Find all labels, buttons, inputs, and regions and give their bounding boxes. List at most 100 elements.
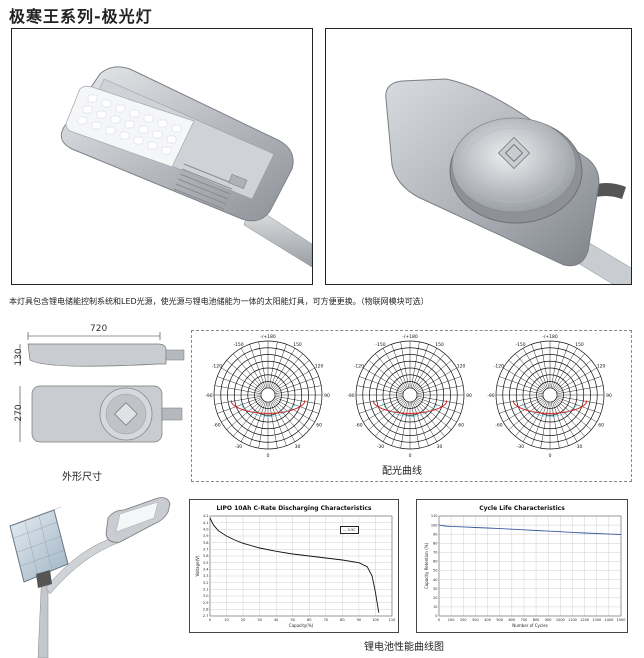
polar-spoke (368, 394, 411, 430)
solar-panel (9, 509, 69, 583)
x-tick-label: 0 (209, 618, 211, 622)
y-tick-label: 3.5 (203, 561, 209, 565)
polar-spoke (359, 394, 411, 414)
polar-spoke (549, 394, 578, 442)
length-dimension: 720 (90, 324, 108, 334)
x-tick-label: 30 (257, 618, 261, 622)
plot-area (438, 515, 622, 617)
x-axis-label: Capacity(%) (289, 623, 314, 628)
polar-spoke (549, 344, 569, 396)
polar-spoke (409, 367, 457, 396)
y-tick-label: 40 (433, 578, 437, 582)
polar-spoke (549, 376, 601, 396)
polar-spoke (267, 394, 315, 423)
x-tick-label: 40 (274, 618, 278, 622)
product-photo-front (11, 28, 313, 285)
polar-spoke (531, 394, 551, 446)
y-tick-label: 3.8 (203, 541, 209, 545)
polar-spoke (391, 344, 411, 396)
y-tick-label: 2.7 (203, 614, 209, 618)
y-tick-label: 3.2 (203, 581, 209, 585)
polar-angle-label: -30 (517, 444, 524, 450)
y-tick-label: 2.8 (203, 608, 209, 612)
polar-spoke (356, 385, 411, 396)
y-tick-label: 3.3 (203, 574, 209, 578)
polar-spoke (409, 394, 457, 423)
polar-spoke (267, 394, 278, 449)
polar-spoke (549, 394, 597, 423)
polar-spoke (409, 394, 438, 442)
street-light-front-illustration (60, 66, 312, 268)
polar-spoke (549, 394, 560, 449)
polar-spoke (226, 394, 269, 430)
x-tick-label: 1500 (617, 618, 626, 622)
polar-angle-label: 0 (267, 453, 270, 459)
polar-spoke (409, 394, 429, 446)
y-tick-label: 4.2 (203, 514, 209, 518)
polar-spoke (549, 385, 604, 396)
logo-emblem (497, 136, 531, 170)
polar-spoke (258, 341, 269, 396)
polar-spoke (515, 353, 551, 396)
y-tick-label: 10 (433, 605, 437, 609)
y-tick-label: 110 (431, 514, 438, 518)
x-tick-label: 100 (372, 618, 379, 622)
x-tick-label: 500 (496, 618, 503, 622)
y-tick-label: 3.4 (203, 568, 209, 572)
x-tick-label: 800 (533, 618, 540, 622)
polar-spoke (549, 394, 585, 437)
polar-angle-label: -120 (212, 364, 222, 370)
y-tick-label: 4.1 (203, 521, 209, 525)
x-tick-label: 600 (508, 618, 515, 622)
polar-spoke (499, 376, 551, 396)
polar-spoke (549, 348, 578, 396)
light-distribution-caption: 配光曲线 (382, 466, 422, 477)
polar-angle-label: 90 (324, 393, 330, 399)
polar-spoke (233, 353, 269, 396)
x-tick-label: 400 (484, 618, 491, 622)
polar-angle-label: 90 (606, 393, 612, 399)
product-photo-back (325, 28, 632, 285)
y-tick-label: 60 (433, 560, 437, 564)
battery-caption: 锂电池性能曲线图 (364, 642, 444, 653)
x-tick-label: 1000 (556, 618, 565, 622)
polar-angle-label: 30 (577, 444, 583, 450)
polar-spoke (267, 348, 296, 396)
polar-spoke (267, 394, 310, 430)
polar-spoke (540, 341, 551, 396)
discharge-chart-title: LIPO 10Ah C-Rate Discharging Characteris… (216, 505, 372, 512)
polar-spoke (531, 344, 551, 396)
polar-spoke (549, 394, 604, 405)
polar-spoke (549, 360, 592, 396)
polar-angle-label: 150 (435, 342, 444, 348)
polar-spoke (217, 394, 269, 414)
polar-angle-label: 120 (315, 364, 324, 370)
y-tick-label: 3.7 (203, 548, 209, 552)
dimensions-caption: 外形尺寸 (62, 472, 102, 483)
x-tick-label: 1400 (604, 618, 613, 622)
x-tick-label: 90 (357, 618, 361, 622)
polar-spoke (496, 385, 551, 396)
polar-spoke (522, 394, 551, 442)
x-tick-label: 1300 (592, 618, 601, 622)
height-dimension: 130 (14, 348, 24, 366)
polar-spoke (522, 348, 551, 396)
polar-center (542, 387, 558, 403)
polar-spoke (400, 394, 411, 449)
polar-angle-label: -60 (355, 423, 362, 429)
polar-spoke (267, 376, 319, 396)
polar-spoke (549, 394, 601, 414)
polar-spoke (549, 394, 592, 430)
distribution-curve-c90 (521, 403, 578, 417)
polar-spoke (549, 394, 569, 446)
polar-angle-label: -/+180 (542, 334, 558, 340)
polar-spoke (409, 341, 420, 396)
y-tick-label: 3.9 (203, 534, 209, 538)
y-tick-label: 90 (433, 532, 437, 536)
polar-spoke (382, 348, 411, 396)
plot-area (209, 515, 393, 617)
polar-angle-label: -30 (235, 444, 242, 450)
